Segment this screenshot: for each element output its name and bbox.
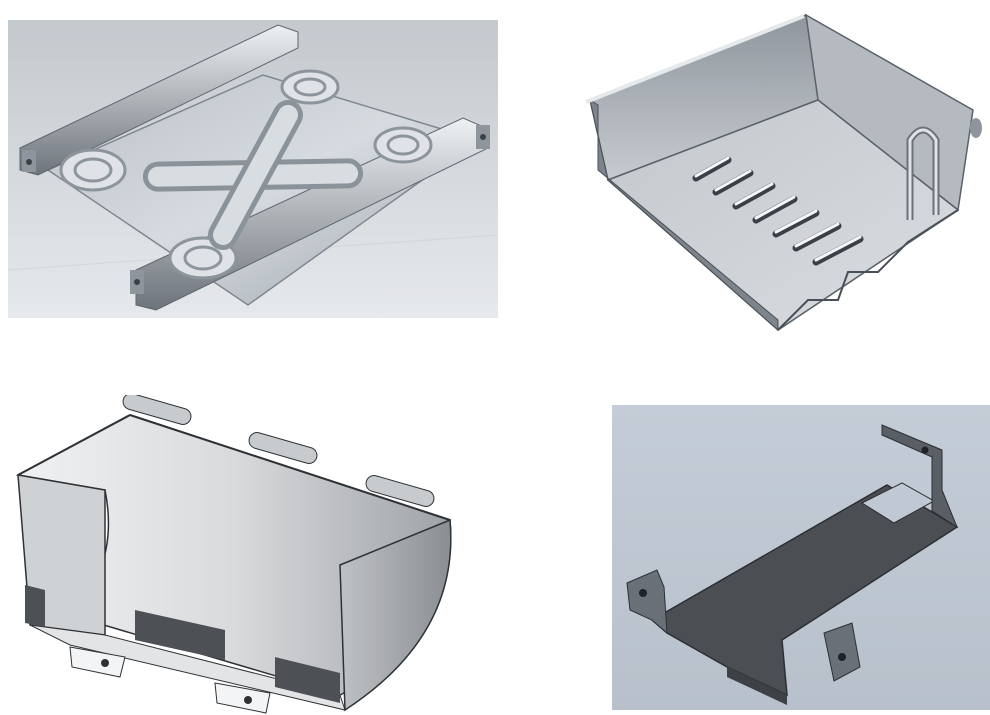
right-end-wall — [339, 518, 452, 712]
tab-hole — [639, 589, 647, 597]
top-edge-back — [129, 414, 451, 521]
mount-tab — [69, 646, 126, 678]
tab-hole — [480, 134, 486, 140]
bracket-drawing — [612, 405, 990, 710]
box-with-louvers-image — [578, 10, 990, 336]
louver-box-drawing — [578, 10, 990, 336]
x-embossing — [142, 100, 364, 250]
tab-hole — [134, 279, 140, 285]
front-tab — [823, 622, 861, 682]
back-rail — [19, 24, 299, 176]
rear-flange — [881, 424, 959, 529]
tray-with-x-embossing-image — [8, 20, 498, 318]
top-edge-left — [17, 414, 131, 476]
plate-edge — [727, 667, 787, 705]
tab-hole — [26, 159, 32, 165]
stepped-edge — [777, 209, 959, 331]
bracket-with-square-cutout-image — [612, 405, 990, 710]
hinges — [122, 395, 435, 507]
side-pin — [970, 118, 982, 138]
tab-hole — [838, 653, 846, 661]
tab-hole — [244, 696, 252, 704]
curved-bucket-with-hinges-image — [10, 395, 460, 715]
louvers — [692, 156, 864, 266]
tab-hole — [101, 659, 109, 667]
bottom-strip — [275, 657, 340, 703]
left-tab — [626, 569, 668, 635]
flange-hole — [921, 446, 929, 454]
bottom-strip — [25, 585, 45, 627]
folded-loop-highlight — [908, 128, 938, 220]
tray-drawing — [8, 20, 498, 318]
bucket-drawing — [10, 395, 460, 715]
louver-highlights — [694, 156, 862, 262]
mount-tab — [214, 682, 271, 714]
bucket-floor — [29, 624, 346, 711]
left-wall — [589, 98, 779, 332]
rolled-edge — [585, 14, 805, 104]
bottom-strip — [135, 610, 225, 660]
